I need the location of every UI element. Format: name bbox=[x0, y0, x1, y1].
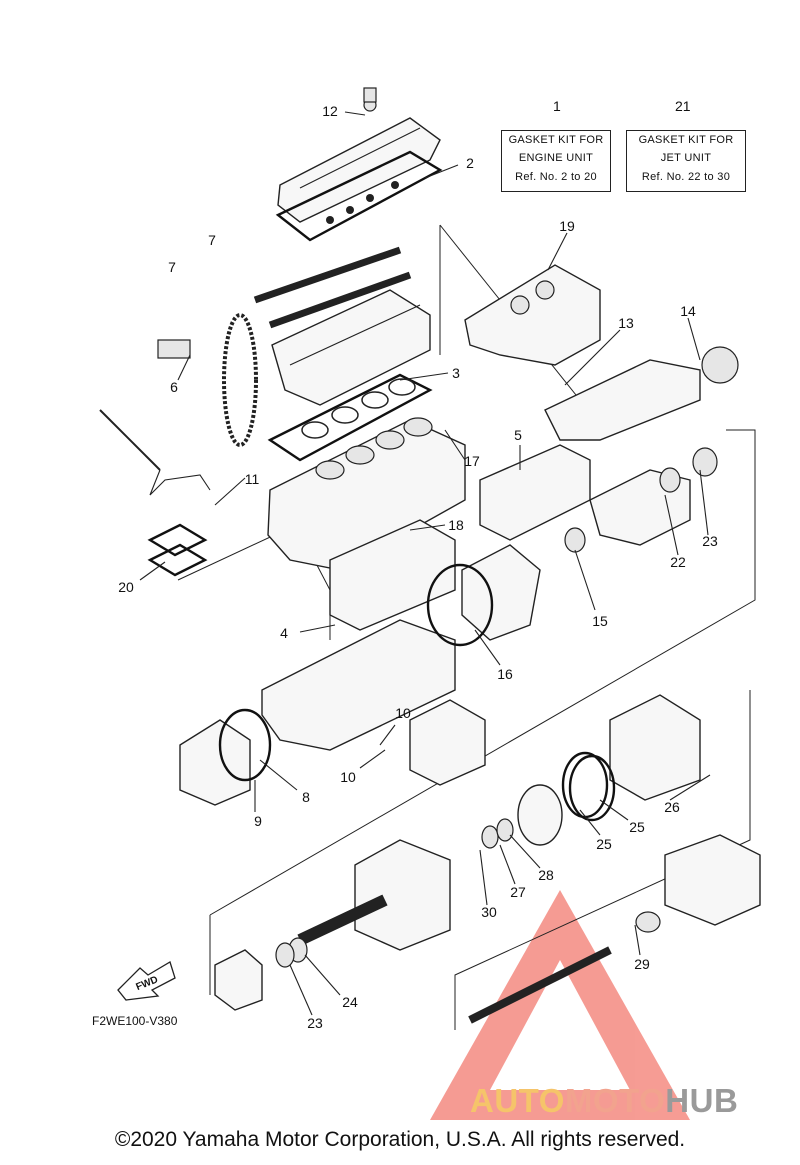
camshafts bbox=[253, 246, 412, 329]
callout-29: 29 bbox=[634, 956, 650, 972]
callout-19: 19 bbox=[559, 218, 575, 234]
kit-21-number: 21 bbox=[675, 98, 691, 114]
leader-lines bbox=[139, 111, 711, 1016]
kit-1-line-1: GASKET KIT FOR bbox=[508, 134, 604, 146]
callout-25a: 25 bbox=[629, 819, 645, 835]
callout-30: 30 bbox=[481, 904, 497, 920]
callout-10b: 10 bbox=[340, 769, 356, 785]
callout-16: 16 bbox=[497, 666, 513, 682]
kit-1-line-3: Ref. No. 2 to 20 bbox=[515, 171, 597, 183]
callout-7b: 7 bbox=[168, 259, 176, 275]
callout-24: 24 bbox=[342, 994, 358, 1010]
crankcase-plate-gaskets bbox=[147, 523, 208, 577]
reverse-gate bbox=[214, 949, 263, 1011]
callout-15: 15 bbox=[592, 613, 608, 629]
seals-and-rings bbox=[275, 818, 514, 968]
callout-11: 11 bbox=[245, 471, 260, 487]
callout-14: 14 bbox=[680, 303, 696, 319]
callout-10a: 10 bbox=[395, 705, 411, 721]
cylinder-head bbox=[271, 289, 431, 406]
callout-13: 13 bbox=[618, 315, 634, 331]
callout-6: 6 bbox=[170, 379, 178, 395]
watermark-triangle bbox=[430, 890, 690, 1120]
watermark-part-3: HUB bbox=[665, 1082, 739, 1119]
kit-21-line-1: GASKET KIT FOR bbox=[638, 134, 734, 146]
valve-cover-gasket bbox=[275, 150, 443, 242]
cylinder-block bbox=[267, 417, 466, 571]
impeller-housing-rings bbox=[517, 751, 616, 846]
grouping-frames bbox=[177, 224, 756, 1030]
timing-chain bbox=[222, 313, 258, 447]
gasket-kit-jet-box: GASKET KIT FOR JET UNIT Ref. No. 22 to 3… bbox=[626, 130, 746, 192]
callout-8: 8 bbox=[302, 789, 310, 805]
dipstick bbox=[99, 409, 211, 496]
kit-21-line-2: JET UNIT bbox=[660, 152, 712, 164]
callout-26: 26 bbox=[664, 799, 680, 815]
exhaust-manifold bbox=[464, 264, 601, 366]
kit-21-line-3: Ref. No. 22 to 30 bbox=[641, 171, 731, 183]
callout-22: 22 bbox=[670, 554, 686, 570]
callout-20: 20 bbox=[118, 579, 134, 595]
callout-23-top: 23 bbox=[702, 533, 718, 549]
watermark-logo: AUTOMOTOHUB bbox=[470, 1082, 738, 1120]
callout-numbers: 12 2 7 7 19 13 14 6 3 17 5 11 18 20 15 2… bbox=[118, 103, 718, 1031]
head-gasket bbox=[267, 373, 433, 462]
fwd-arrow: FWD bbox=[117, 961, 176, 1001]
oil-cooler bbox=[479, 444, 591, 541]
callout-9: 9 bbox=[254, 813, 262, 829]
nozzle bbox=[468, 834, 761, 1024]
callout-7a: 7 bbox=[208, 232, 216, 248]
intake-housing bbox=[297, 839, 451, 951]
callout-2: 2 bbox=[466, 155, 474, 171]
callout-5: 5 bbox=[514, 427, 522, 443]
kit-1-line-2: ENGINE UNIT bbox=[518, 152, 594, 164]
gasket-kit-engine-box: GASKET KIT FOR ENGINE UNIT Ref. No. 2 to… bbox=[501, 130, 611, 192]
output-shaft bbox=[564, 447, 718, 553]
crankcase bbox=[261, 619, 456, 751]
watermark-part-1: AUTO bbox=[470, 1082, 565, 1119]
callout-3: 3 bbox=[452, 365, 460, 381]
kit-1-number: 1 bbox=[553, 98, 561, 114]
callout-18: 18 bbox=[448, 517, 464, 533]
exhaust-pipe bbox=[544, 346, 739, 441]
copyright-notice: ©2020 Yamaha Motor Corporation, U.S.A. A… bbox=[114, 1128, 686, 1151]
magneto-cover bbox=[426, 544, 541, 647]
oil-pump-cover bbox=[179, 708, 272, 806]
jet-pump-housing bbox=[609, 694, 701, 801]
starter-cover bbox=[409, 699, 486, 786]
callout-17: 17 bbox=[464, 453, 480, 469]
side-cover bbox=[329, 519, 456, 631]
chain-tensioner bbox=[157, 339, 191, 359]
callout-25b: 25 bbox=[596, 836, 612, 852]
callout-28: 28 bbox=[538, 867, 554, 883]
exploded-parts-diagram: FWD 12 2 7 7 bbox=[99, 87, 761, 1120]
callout-4: 4 bbox=[280, 625, 288, 641]
callout-23-bottom: 23 bbox=[307, 1015, 323, 1031]
watermark-part-2: MOTO bbox=[564, 1082, 666, 1119]
callout-27: 27 bbox=[510, 884, 526, 900]
figure-code: F2WE100-V380 bbox=[92, 1014, 178, 1028]
callout-12: 12 bbox=[322, 103, 338, 119]
